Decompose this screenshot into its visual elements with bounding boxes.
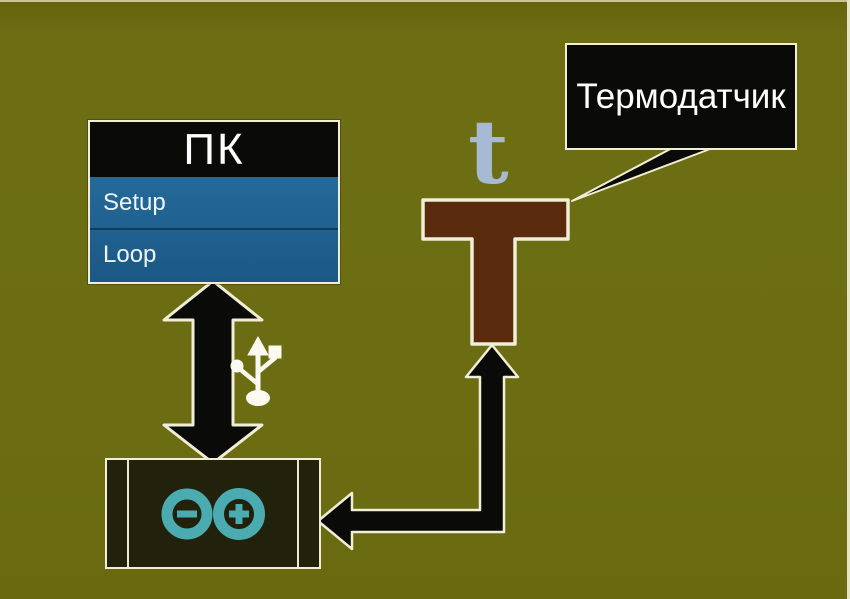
pc-box-title: ПК (90, 122, 338, 177)
image-right-edge (847, 0, 850, 599)
board-edge-line-left (127, 460, 129, 567)
usb-icon (230, 335, 282, 406)
pc-row-setup: Setup (103, 188, 166, 216)
board-edge-line-right (297, 460, 299, 567)
callout-tail (571, 145, 719, 202)
arduino-infinity-logo-icon (161, 487, 265, 540)
callout-label: Термодатчик (576, 76, 786, 116)
pc-box: ПК Setup Loop (88, 120, 340, 284)
pc-row-loop: Loop (90, 228, 338, 280)
thermo-sensor-t-shape (421, 198, 570, 346)
pc-box-rows: Setup Loop (90, 177, 338, 282)
image-top-edge (0, 0, 850, 2)
sensor-arduino-arrow (316, 343, 520, 551)
arduino-board (105, 458, 321, 569)
temperature-symbol: t (468, 100, 509, 204)
thermo-sensor-callout: Термодатчик (565, 43, 797, 150)
pc-arduino-double-arrow (162, 279, 264, 465)
